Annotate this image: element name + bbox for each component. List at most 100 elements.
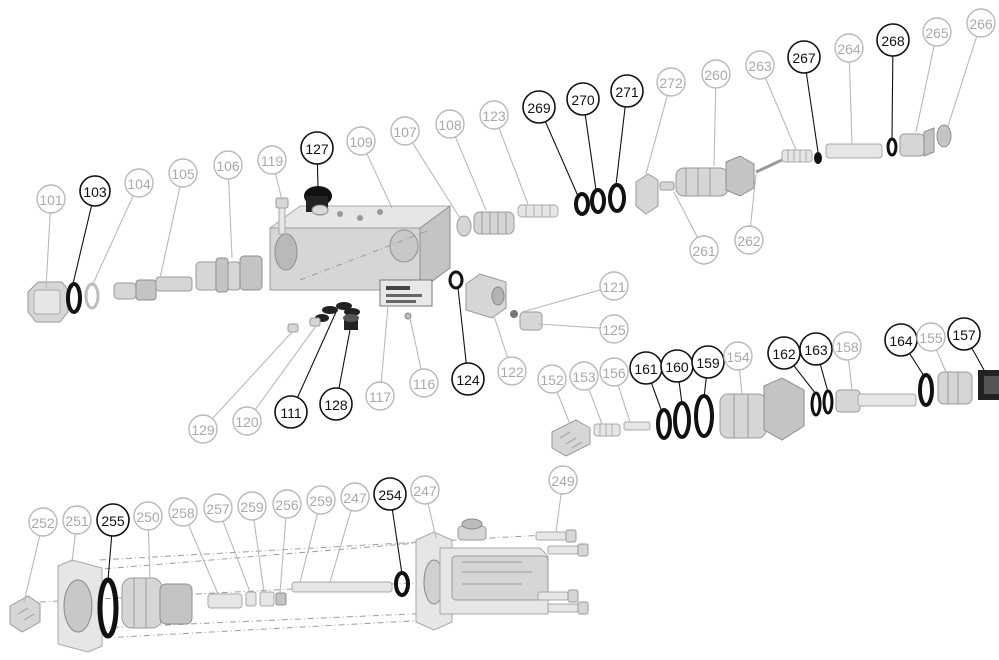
callout-label: 156 — [602, 365, 626, 381]
callout-label: 263 — [748, 58, 772, 74]
part-end-cap — [27, 281, 69, 323]
leader-line-125 — [537, 323, 601, 329]
callout-circle — [691, 345, 725, 379]
leader-line-121 — [521, 289, 601, 313]
leader-line-111 — [297, 311, 337, 398]
callout-267: 267 — [787, 40, 821, 74]
spring-pack — [456, 204, 559, 237]
callout-label: 163 — [804, 342, 828, 358]
actuator-housing-247 — [415, 518, 549, 631]
callout-circle — [365, 381, 395, 411]
callout-120: 120 — [232, 406, 262, 436]
callout-circle — [834, 33, 864, 63]
cap-155 — [937, 371, 973, 405]
leader-line-262 — [749, 173, 757, 227]
leader-line-157 — [971, 347, 985, 371]
flange-251 — [57, 559, 103, 653]
callout-label: 252 — [31, 515, 55, 531]
callout-circle — [689, 235, 719, 265]
rod-247 — [291, 581, 393, 593]
callout-105: 105 — [168, 158, 198, 188]
callout-circle — [168, 497, 198, 527]
callout-circle — [340, 482, 370, 512]
sleeve-258 — [207, 593, 243, 609]
callout-label: 111 — [280, 405, 301, 421]
callout-258: 258 — [168, 497, 198, 527]
callout-label: 162 — [772, 346, 796, 362]
callout-label: 107 — [393, 124, 417, 140]
callout-circle — [966, 8, 996, 38]
callout-269: 269 — [522, 90, 556, 124]
callout-label: 106 — [216, 158, 240, 174]
leader-line-254 — [391, 509, 403, 575]
callout-label: 129 — [191, 422, 215, 438]
leader-line-257 — [222, 520, 251, 593]
callout-circle — [124, 168, 154, 198]
leader-line-162 — [793, 365, 817, 395]
callout-label: 123 — [482, 108, 506, 124]
callout-circle — [723, 341, 753, 371]
callout-250: 250 — [133, 501, 163, 531]
callout-label: 255 — [101, 513, 125, 529]
callout-label: 264 — [837, 41, 861, 57]
callout-label: 158 — [835, 339, 859, 355]
part-piston-106 — [195, 255, 263, 293]
nut-272 — [635, 173, 659, 215]
callout-circle — [745, 50, 775, 80]
o-ring-103 — [66, 282, 82, 314]
callout-label: 249 — [551, 473, 575, 489]
leader-line-152 — [556, 391, 571, 425]
o-ring-164 — [918, 373, 934, 407]
leader-line-268 — [891, 55, 894, 139]
callout-circle — [36, 184, 66, 214]
callout-circle — [319, 387, 353, 421]
callout-262: 262 — [734, 225, 764, 255]
part-nozzle-152 — [551, 419, 591, 457]
leader-line-117 — [380, 305, 389, 383]
spacers-257-259-256 — [245, 591, 287, 607]
callout-label: 152 — [540, 372, 564, 388]
callout-104: 104 — [124, 168, 154, 198]
leader-line-164 — [909, 353, 925, 377]
callout-label: 101 — [39, 192, 63, 208]
o-ring-255 — [97, 577, 119, 639]
callout-circle — [876, 23, 910, 57]
callout-249: 249 — [548, 465, 578, 495]
leader-line-271 — [615, 106, 626, 186]
leader-line-128 — [338, 329, 351, 389]
callout-label: 128 — [324, 397, 348, 413]
leader-line-127 — [316, 163, 319, 189]
leader-line-123 — [498, 127, 529, 205]
leader-line-119 — [274, 173, 283, 201]
plug-157 — [978, 370, 999, 400]
callout-label: 159 — [696, 355, 720, 371]
leader-line-247b — [427, 503, 437, 539]
callout-circle — [599, 271, 629, 301]
callout-label: 157 — [952, 327, 976, 343]
callout-153: 153 — [569, 361, 599, 391]
callout-261: 261 — [689, 235, 719, 265]
leader-line-156 — [617, 385, 631, 423]
callout-160: 160 — [660, 349, 694, 383]
leader-line-249 — [555, 493, 562, 533]
callout-264: 264 — [834, 33, 864, 63]
callout-circle — [409, 368, 439, 398]
callout-label: 154 — [726, 349, 750, 365]
o-ring-268 — [886, 137, 898, 157]
piston-250 — [121, 577, 193, 629]
callout-label: 258 — [171, 505, 195, 521]
leader-lines — [23, 36, 985, 603]
callout-125: 125 — [599, 314, 629, 344]
leader-line-269 — [544, 121, 579, 197]
pin-261 — [659, 181, 675, 191]
callout-label: 103 — [83, 184, 107, 200]
callout-label: 247 — [413, 483, 437, 499]
stem-158 — [835, 389, 917, 413]
callout-circle — [257, 145, 287, 175]
leader-line-272 — [645, 95, 668, 175]
callout-circle — [168, 158, 198, 188]
callout-circle — [133, 501, 163, 531]
callout-117: 117 — [365, 381, 395, 411]
callout-circle — [599, 314, 629, 344]
